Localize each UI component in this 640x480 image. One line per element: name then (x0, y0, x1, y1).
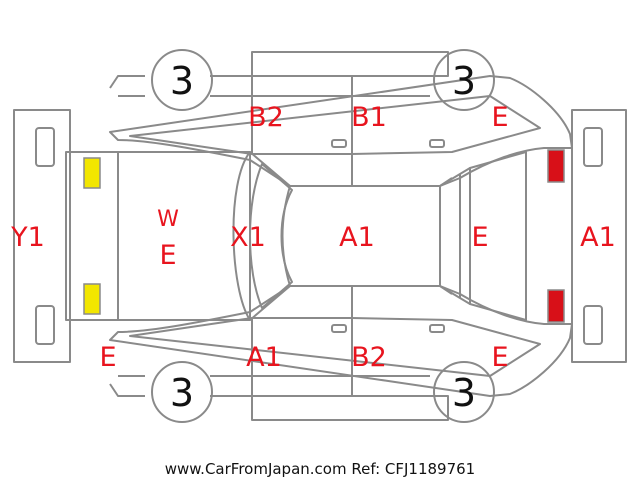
tire-bottom-front-grade: 3 (452, 371, 476, 415)
tire-bottom-rear-grade: 3 (170, 371, 194, 415)
front-lamp-top-marker (547, 149, 565, 183)
label-rear-bumper: Y1 (10, 222, 45, 253)
top-roof-rail (251, 51, 449, 77)
rear-lamp-bottom-marker (83, 283, 101, 315)
bottom-side-body (109, 285, 573, 397)
tire-top-rear (151, 49, 213, 111)
label-bottom-front-door: B2 (351, 342, 387, 373)
tire-top-front (433, 49, 495, 111)
label-rear-quarter-left: E (99, 342, 116, 373)
label-front-bumper: A1 (580, 222, 616, 253)
tire-bottom-rear (151, 361, 213, 423)
hood (459, 151, 527, 321)
rear-lamp-top-marker (83, 157, 101, 189)
label-roof-rear: X1 (230, 222, 266, 253)
label-roof: A1 (339, 222, 375, 253)
rear-bumper (13, 109, 71, 363)
label-top-front-door: B1 (351, 102, 387, 133)
bottom-roof-rail (251, 395, 449, 421)
label-rear-panel-e: E (159, 240, 176, 271)
label-hood: E (471, 222, 488, 253)
label-bottom-front-fender: E (491, 342, 508, 373)
footer-reference: www.CarFromJapan.com Ref: CFJ1189761 (165, 460, 475, 478)
label-bottom-rear-door: A1 (246, 342, 282, 373)
label-top-rear-door: B2 (248, 102, 284, 133)
label-rear-panel-w: W (157, 207, 179, 232)
tire-bottom-front (433, 361, 495, 423)
label-top-front-fender: E (491, 102, 508, 133)
front-bumper (571, 109, 627, 363)
tire-top-front-grade: 3 (452, 59, 476, 103)
front-lamp-bottom-marker (547, 289, 565, 323)
tire-top-rear-grade: 3 (170, 59, 194, 103)
